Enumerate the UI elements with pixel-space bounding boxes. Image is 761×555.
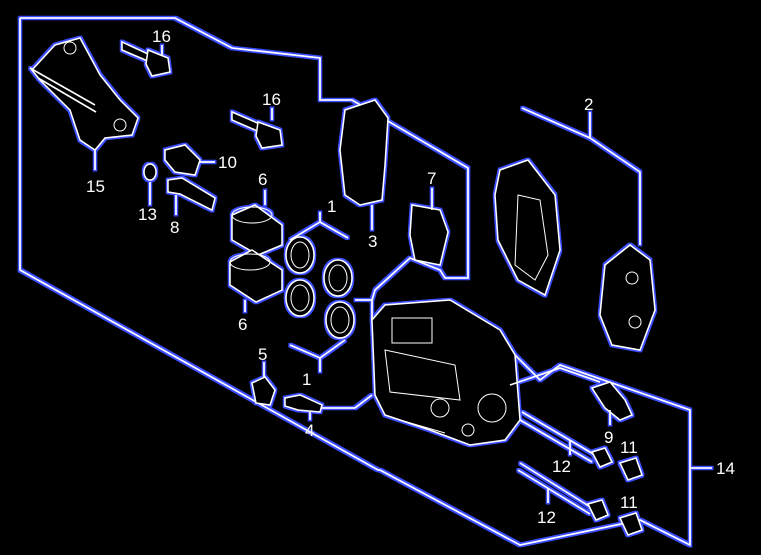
label-7: 7 xyxy=(427,169,436,188)
bracket-15 xyxy=(29,37,139,170)
bolt-9 xyxy=(590,381,634,425)
pad-spring-3 xyxy=(339,99,389,230)
pin-12-upper xyxy=(519,411,614,468)
piston-6-upper xyxy=(231,190,283,256)
label-11-upper: 11 xyxy=(620,438,638,457)
bolt-16-upper xyxy=(121,40,171,77)
label-14: 14 xyxy=(716,459,735,478)
brake-pad-2-front xyxy=(494,159,561,297)
assembly-boundary xyxy=(19,17,691,547)
leader-2 xyxy=(521,107,641,245)
bleeder-cap-5 xyxy=(251,362,276,406)
label-1-upper: 1 xyxy=(327,197,336,216)
label-4: 4 xyxy=(305,421,314,440)
label-6-upper: 6 xyxy=(258,170,267,189)
label-12-upper: 12 xyxy=(552,457,571,476)
label-15: 15 xyxy=(86,177,105,196)
caliper-body xyxy=(371,299,521,446)
label-9: 9 xyxy=(604,428,613,447)
label-5: 5 xyxy=(258,345,267,364)
label-11-lower: 11 xyxy=(620,493,638,512)
bolt-16-lower xyxy=(231,108,283,149)
boot-10 xyxy=(164,144,215,176)
nut-11-lower xyxy=(618,512,643,536)
label-8: 8 xyxy=(170,218,179,237)
label-6-lower: 6 xyxy=(238,315,247,334)
label-2: 2 xyxy=(584,95,593,114)
seal-13 xyxy=(143,163,157,205)
shim-7 xyxy=(409,188,449,266)
label-16-upper: 16 xyxy=(152,27,171,46)
label-10: 10 xyxy=(218,153,237,172)
piston-seals-1 xyxy=(285,212,355,372)
brake-pad-2-rear xyxy=(599,244,656,351)
part-labels: 16 16 15 10 13 8 6 6 1 1 3 7 2 5 4 9 11 … xyxy=(86,27,735,527)
piston-6-lower xyxy=(229,249,283,312)
label-13: 13 xyxy=(138,205,157,224)
label-1-lower: 1 xyxy=(302,370,311,389)
label-16-lower: 16 xyxy=(262,90,281,109)
nut-11-upper xyxy=(618,457,643,481)
pin-12-lower xyxy=(517,462,609,521)
label-3: 3 xyxy=(368,232,377,251)
leader-9-group xyxy=(509,367,601,386)
label-12-lower: 12 xyxy=(537,508,556,527)
pin-8 xyxy=(167,177,216,215)
bleeder-valve-4 xyxy=(284,394,373,420)
